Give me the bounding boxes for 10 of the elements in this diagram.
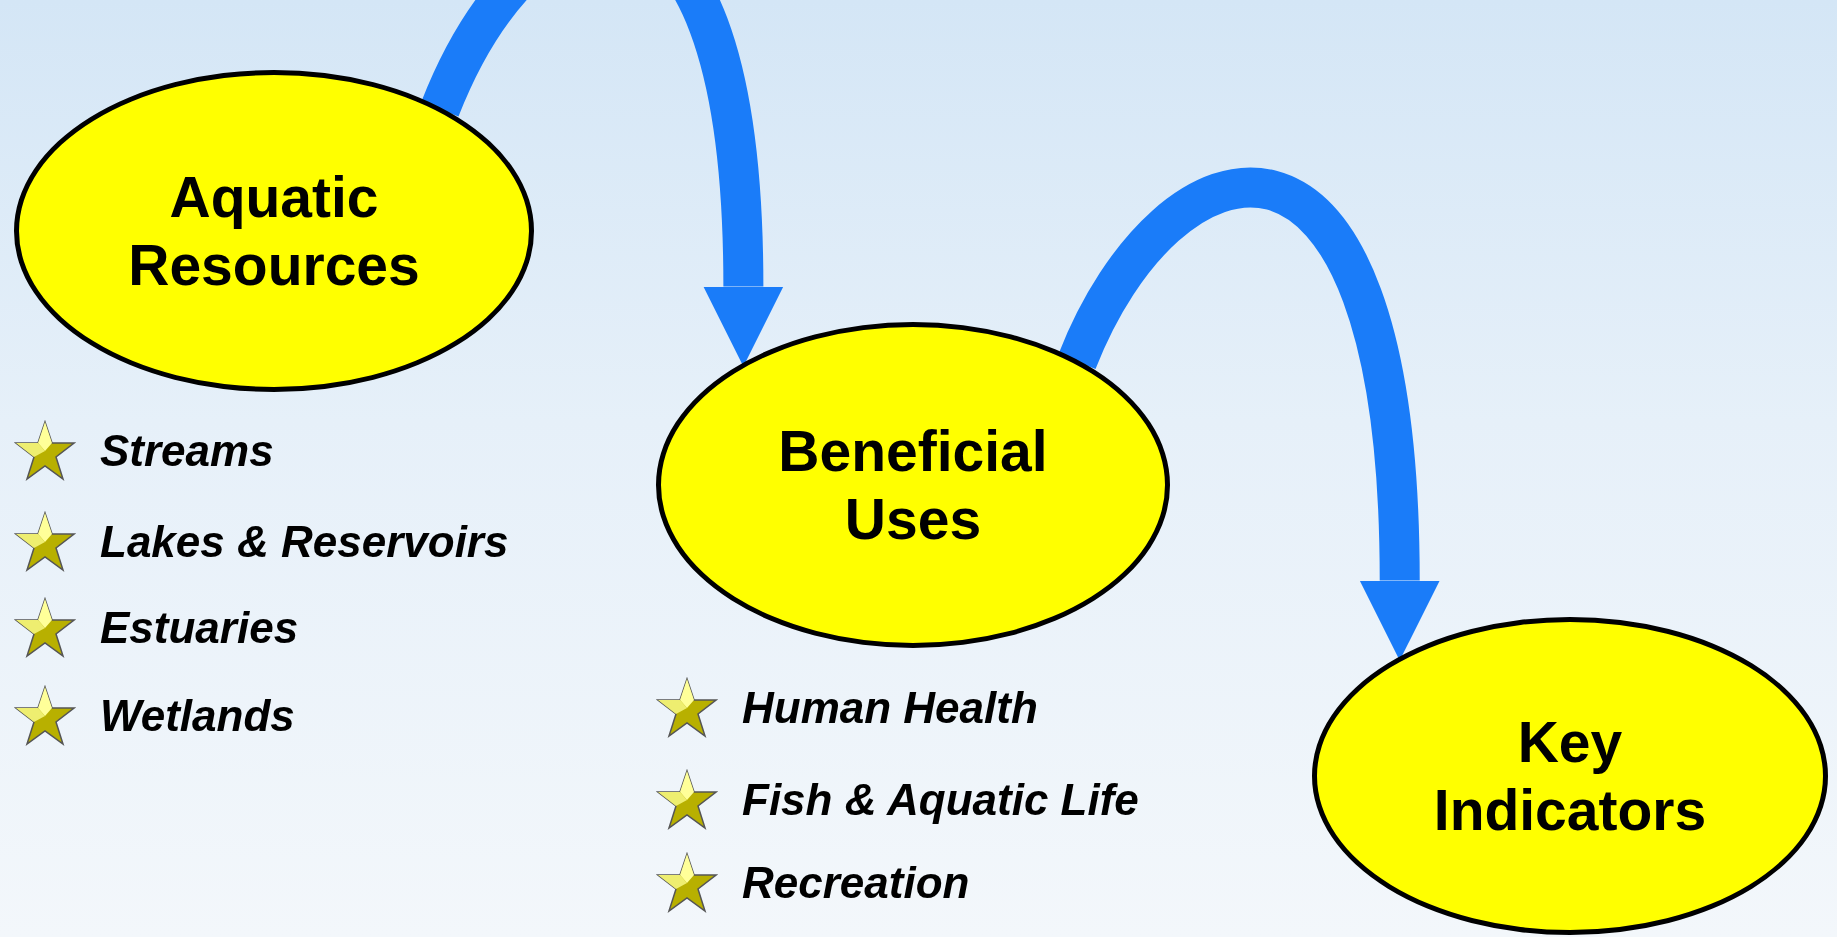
list-item: Lakes & Reservoirs xyxy=(100,517,509,567)
list-item: Fish & Aquatic Life xyxy=(742,775,1139,825)
node-title: Beneficial Uses xyxy=(777,417,1049,553)
node-title: Aquatic Resources xyxy=(127,163,421,299)
list-item: Wetlands xyxy=(100,691,295,741)
list-item: Recreation xyxy=(742,858,970,908)
list-item: Streams xyxy=(100,426,274,476)
node-title: Key Indicators xyxy=(1432,708,1708,844)
list-item: Estuaries xyxy=(100,603,299,653)
list-item: Human Health xyxy=(742,683,1038,733)
